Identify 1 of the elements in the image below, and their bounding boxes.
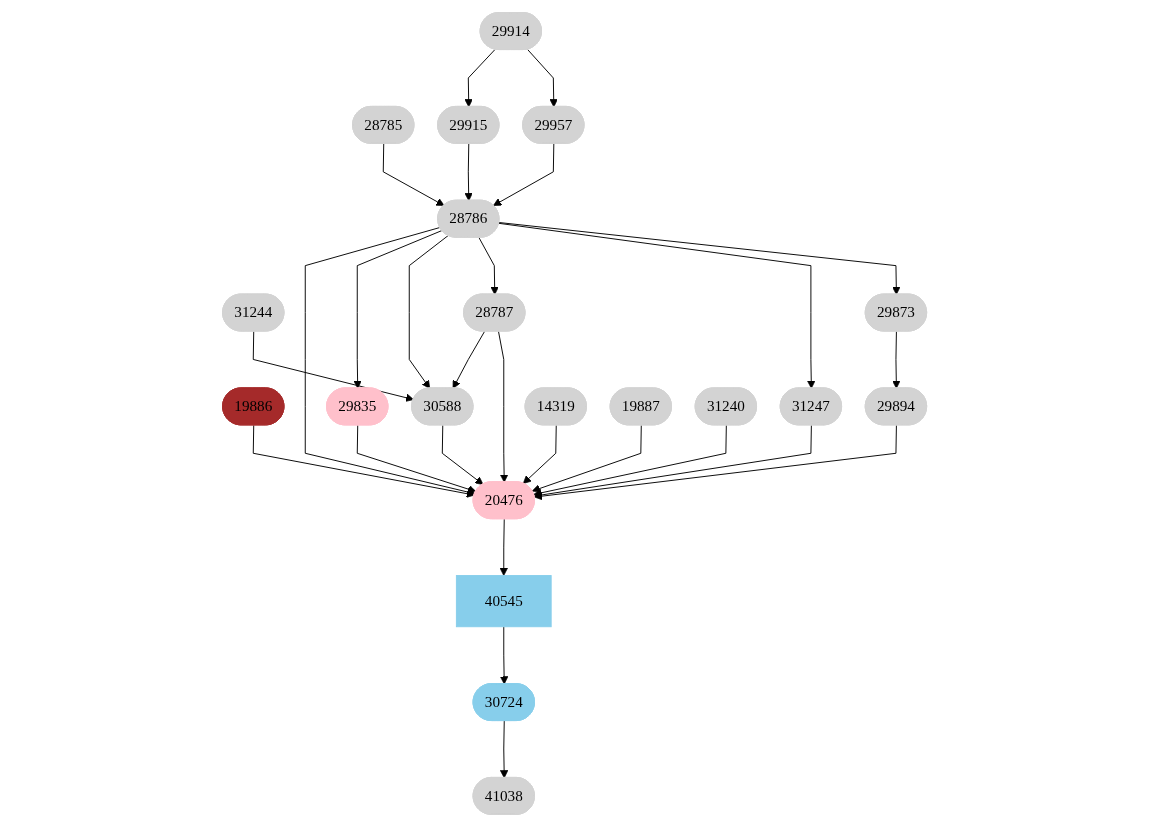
node-box: 40545 bbox=[456, 575, 553, 628]
